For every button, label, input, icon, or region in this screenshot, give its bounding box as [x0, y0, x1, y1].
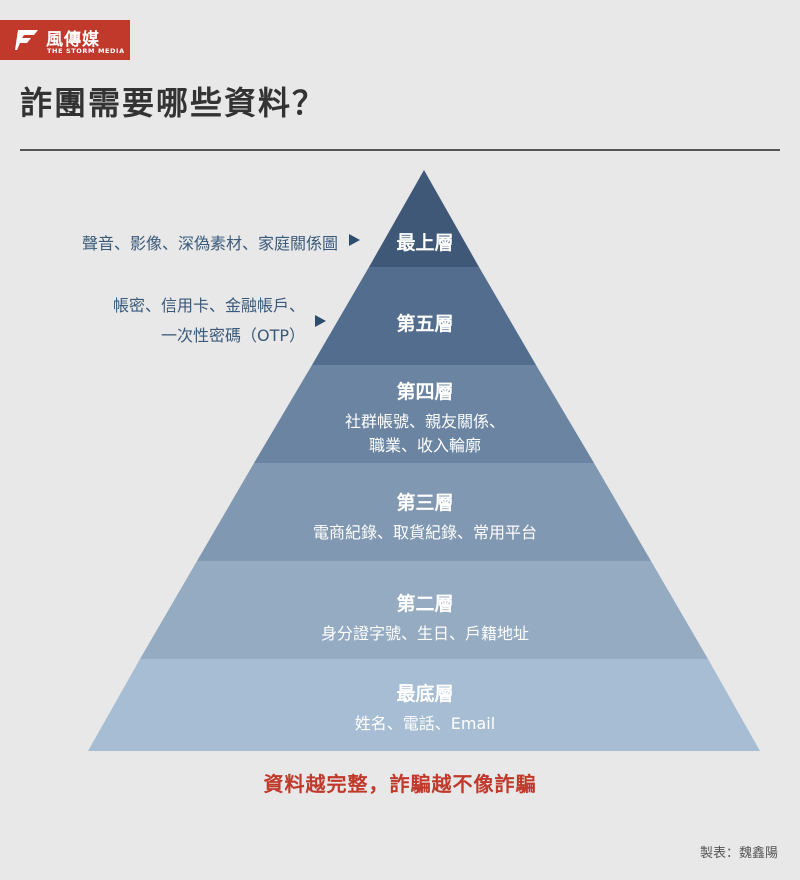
tier-top-label: 最上層 [260, 228, 590, 255]
tier-bottom-label: 最底層 姓名、電話、Email [260, 679, 590, 736]
title-divider [20, 149, 780, 151]
top-tier-annotation: 聲音、影像、深偽素材、家庭關係圖 [81, 234, 338, 253]
tier-4-desc: 社群帳號、親友關係、 職業、收入輪廓 [344, 412, 505, 455]
tagline: 資料越完整，詐騙越不像詐騙 [263, 772, 537, 796]
pyramid-tier-bottom [88, 659, 760, 751]
arrow-right-icon [315, 315, 326, 327]
tier-top-name: 最上層 [396, 232, 454, 254]
tier-2-label: 第二層 身分證字號、生日、戶籍地址 [260, 589, 590, 646]
fifth-tier-annotation-line2: 一次性密碼（OTP） [160, 326, 305, 345]
tier-4-label: 第四層 社群帳號、親友關係、 職業、收入輪廓 [260, 377, 590, 458]
logo-subtitle: THE STORM MEDIA [47, 47, 125, 55]
page-title: 詐團需要哪些資料？ [20, 84, 327, 122]
pyramid-tier-5 [312, 267, 536, 365]
pyramid-tier-2 [140, 561, 708, 659]
storm-logo-icon [15, 30, 38, 50]
pyramid-tier-top [369, 170, 479, 267]
pyramid-tier-3 [197, 463, 651, 561]
tier-2-desc: 身分證字號、生日、戶籍地址 [320, 624, 529, 643]
brand-logo: 風傳媒 THE STORM MEDIA [0, 20, 130, 60]
tier-bottom-desc: 姓名、電話、Email [354, 714, 496, 733]
tier-3-label: 第三層 電商紀錄、取貨紀錄、常用平台 [260, 488, 590, 545]
credit-text: 製表：魏鑫陽 [699, 846, 778, 861]
tier-3-desc: 電商紀錄、取貨紀錄、常用平台 [312, 523, 537, 542]
logo-name: 風傳媒 [46, 30, 100, 50]
tier-5-label: 第五層 [260, 309, 590, 336]
tier-3-name: 第三層 [396, 492, 454, 514]
tier-4-name: 第四層 [396, 381, 454, 403]
arrow-right-icon [349, 234, 360, 246]
tier-bottom-name: 最底層 [396, 683, 454, 705]
fifth-tier-annotation-line1: 帳密、信用卡、金融帳戶、 [112, 296, 305, 315]
pyramid-tier-4 [254, 365, 594, 463]
tier-5-name: 第五層 [396, 313, 454, 335]
tier-2-name: 第二層 [396, 593, 454, 615]
